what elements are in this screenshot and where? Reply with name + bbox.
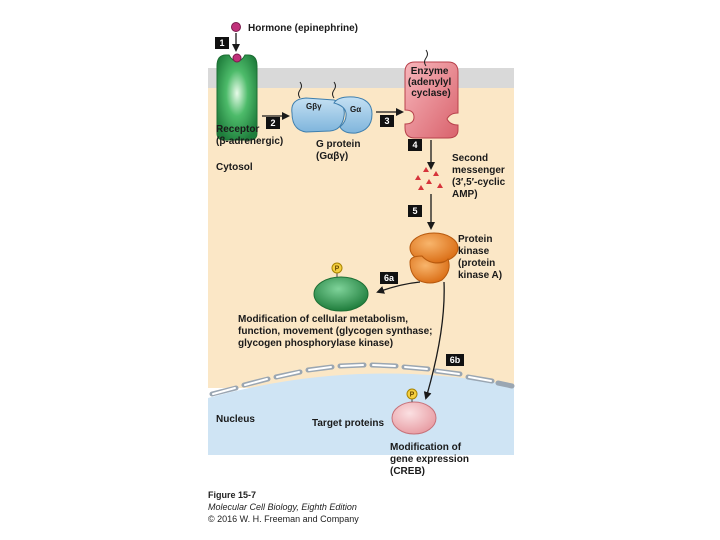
target-phosphate: [406, 388, 418, 400]
step-2-label: 2: [270, 118, 275, 128]
nucleus-label: Nucleus: [216, 414, 255, 425]
step-6a-box: [380, 272, 398, 284]
enzyme-shape: [404, 61, 459, 139]
step-1-box: [215, 37, 229, 49]
substrate-phosphate: [331, 262, 343, 274]
g-beta-gamma-label: Gβγ: [306, 102, 322, 111]
receptor-label: Receptor (β-adrenergic): [216, 124, 283, 147]
target-protein: [391, 401, 437, 435]
step-6b-label: 6b: [450, 355, 461, 365]
step-4-box: [408, 139, 422, 151]
protein-kinase-label: Protein kinase (protein kinase A): [458, 234, 502, 281]
nucleus-region: [208, 373, 514, 455]
step-5-label: 5: [412, 206, 417, 216]
target-phosphate-label: P: [410, 392, 415, 399]
g-protein: [291, 81, 373, 134]
enzyme-tether: [424, 49, 428, 67]
receptor-shape: [216, 54, 258, 141]
step-5-box: [408, 205, 422, 217]
modification-label: Modification of cellular metabolism, fun…: [238, 314, 435, 349]
second-messenger-label: Second messenger (3′,5′-cyclic AMP): [452, 153, 508, 200]
step-6b-box: [446, 354, 464, 366]
substrate-phosphate-label: P: [335, 266, 340, 273]
nuclear-envelope-inner: [212, 364, 492, 395]
figure-number: Figure 15-7: [208, 490, 257, 500]
substrate-protein: [313, 276, 369, 312]
step-4-label: 4: [412, 140, 417, 150]
cytosol-label: Cytosol: [216, 162, 253, 173]
hormone-label: Hormone (epinephrine): [248, 23, 358, 34]
book-title: Molecular Cell Biology, Eighth Edition: [208, 502, 357, 512]
hormone-molecule: [231, 22, 241, 32]
step-3-box: [380, 115, 394, 127]
gene-expression-label: Modification of gene expression (CREB): [390, 442, 472, 477]
arrow-kinase-to-target: [423, 281, 445, 400]
target-proteins-label: Target proteins: [312, 418, 384, 429]
step-2-box: [266, 117, 280, 129]
enzyme-label: Enzyme (adenylyl cyclase): [408, 66, 454, 99]
protein-kinase: [409, 232, 459, 284]
step-6a-label: 6a: [384, 273, 395, 283]
cytosol-region: [208, 88, 514, 388]
step-1-label: 1: [219, 38, 224, 48]
copyright: © 2016 W. H. Freeman and Company: [208, 514, 359, 524]
arrow-kinase-to-substrate: [376, 281, 421, 294]
step-3-label: 3: [384, 116, 389, 126]
g-protein-label: G protein (Gαβγ): [316, 139, 363, 162]
g-alpha-label: Gα: [350, 105, 361, 114]
hormone-bound: [232, 53, 242, 63]
camp-molecules: [415, 167, 443, 190]
